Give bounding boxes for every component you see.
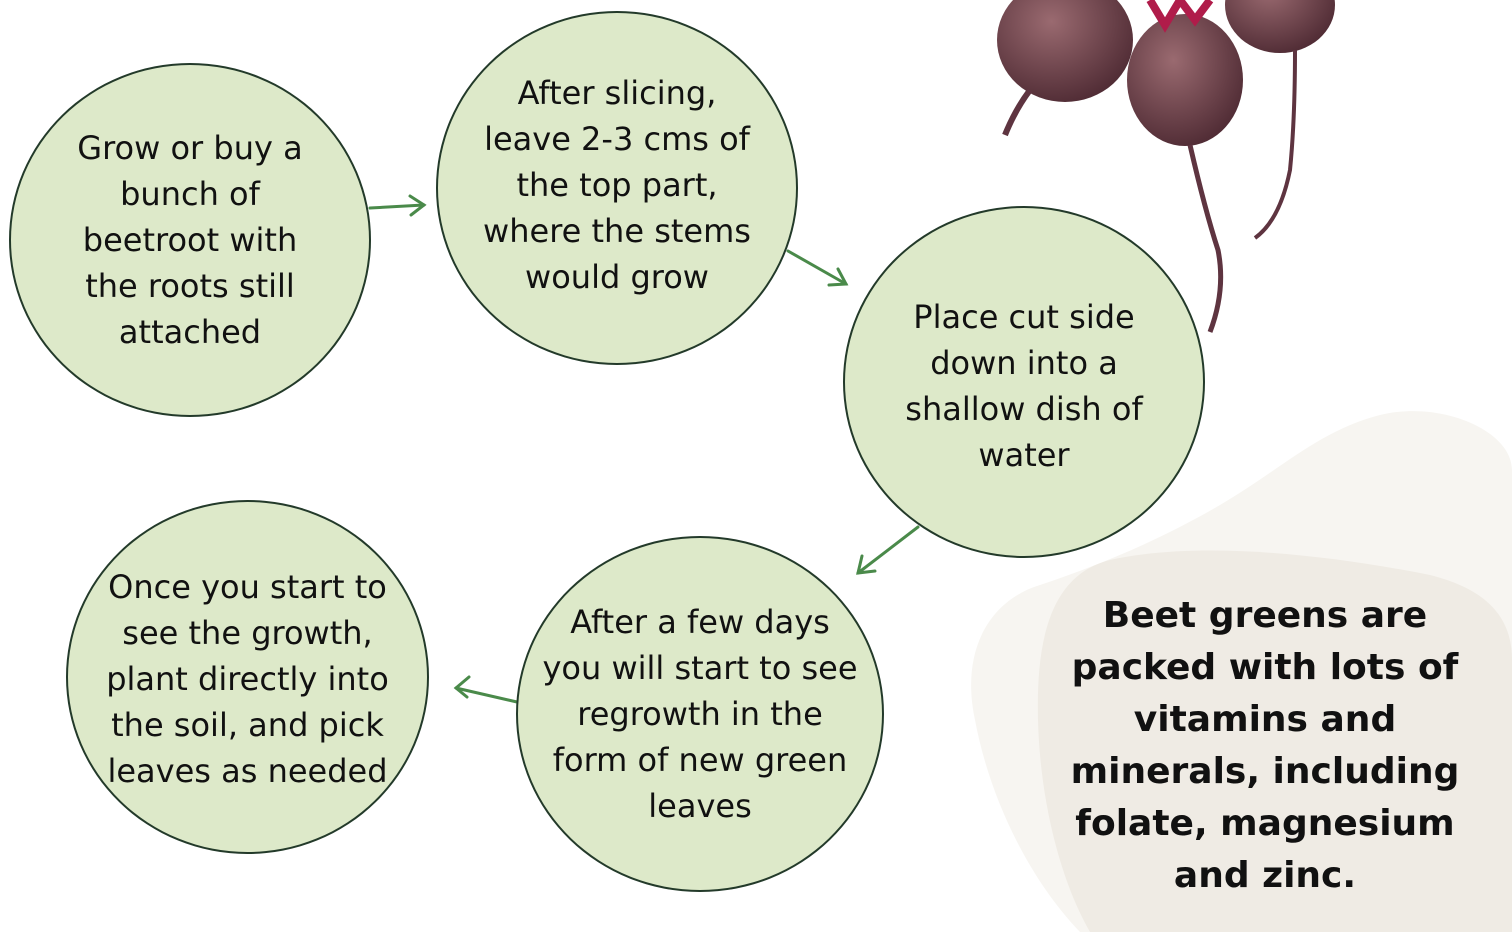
arrow-2-to-3 <box>788 251 846 285</box>
step-circle-2: After slicing, leave 2-3 cms of the top … <box>436 11 798 365</box>
beet-greens-note: Beet greens are packed with lots of vita… <box>1060 590 1470 902</box>
step-5-text: Once you start to see the growth, plant … <box>98 560 398 794</box>
step-circle-3: Place cut side down into a shallow dish … <box>843 206 1205 558</box>
step-circle-1: Grow or buy a bunch of beetroot with the… <box>9 63 371 417</box>
arrow-4-to-5 <box>456 677 517 702</box>
arrow-1-to-2 <box>370 196 424 215</box>
arrow-3-to-4 <box>858 527 918 573</box>
step-2-text: After slicing, leave 2-3 cms of the top … <box>467 70 767 306</box>
step-1-text: Grow or buy a bunch of beetroot with the… <box>65 125 315 355</box>
step-4-text: After a few days you will start to see r… <box>540 599 860 829</box>
step-circle-4: After a few days you will start to see r… <box>516 536 884 892</box>
step-circle-5: Once you start to see the growth, plant … <box>66 500 429 854</box>
step-3-text: Place cut side down into a shallow dish … <box>884 286 1164 478</box>
